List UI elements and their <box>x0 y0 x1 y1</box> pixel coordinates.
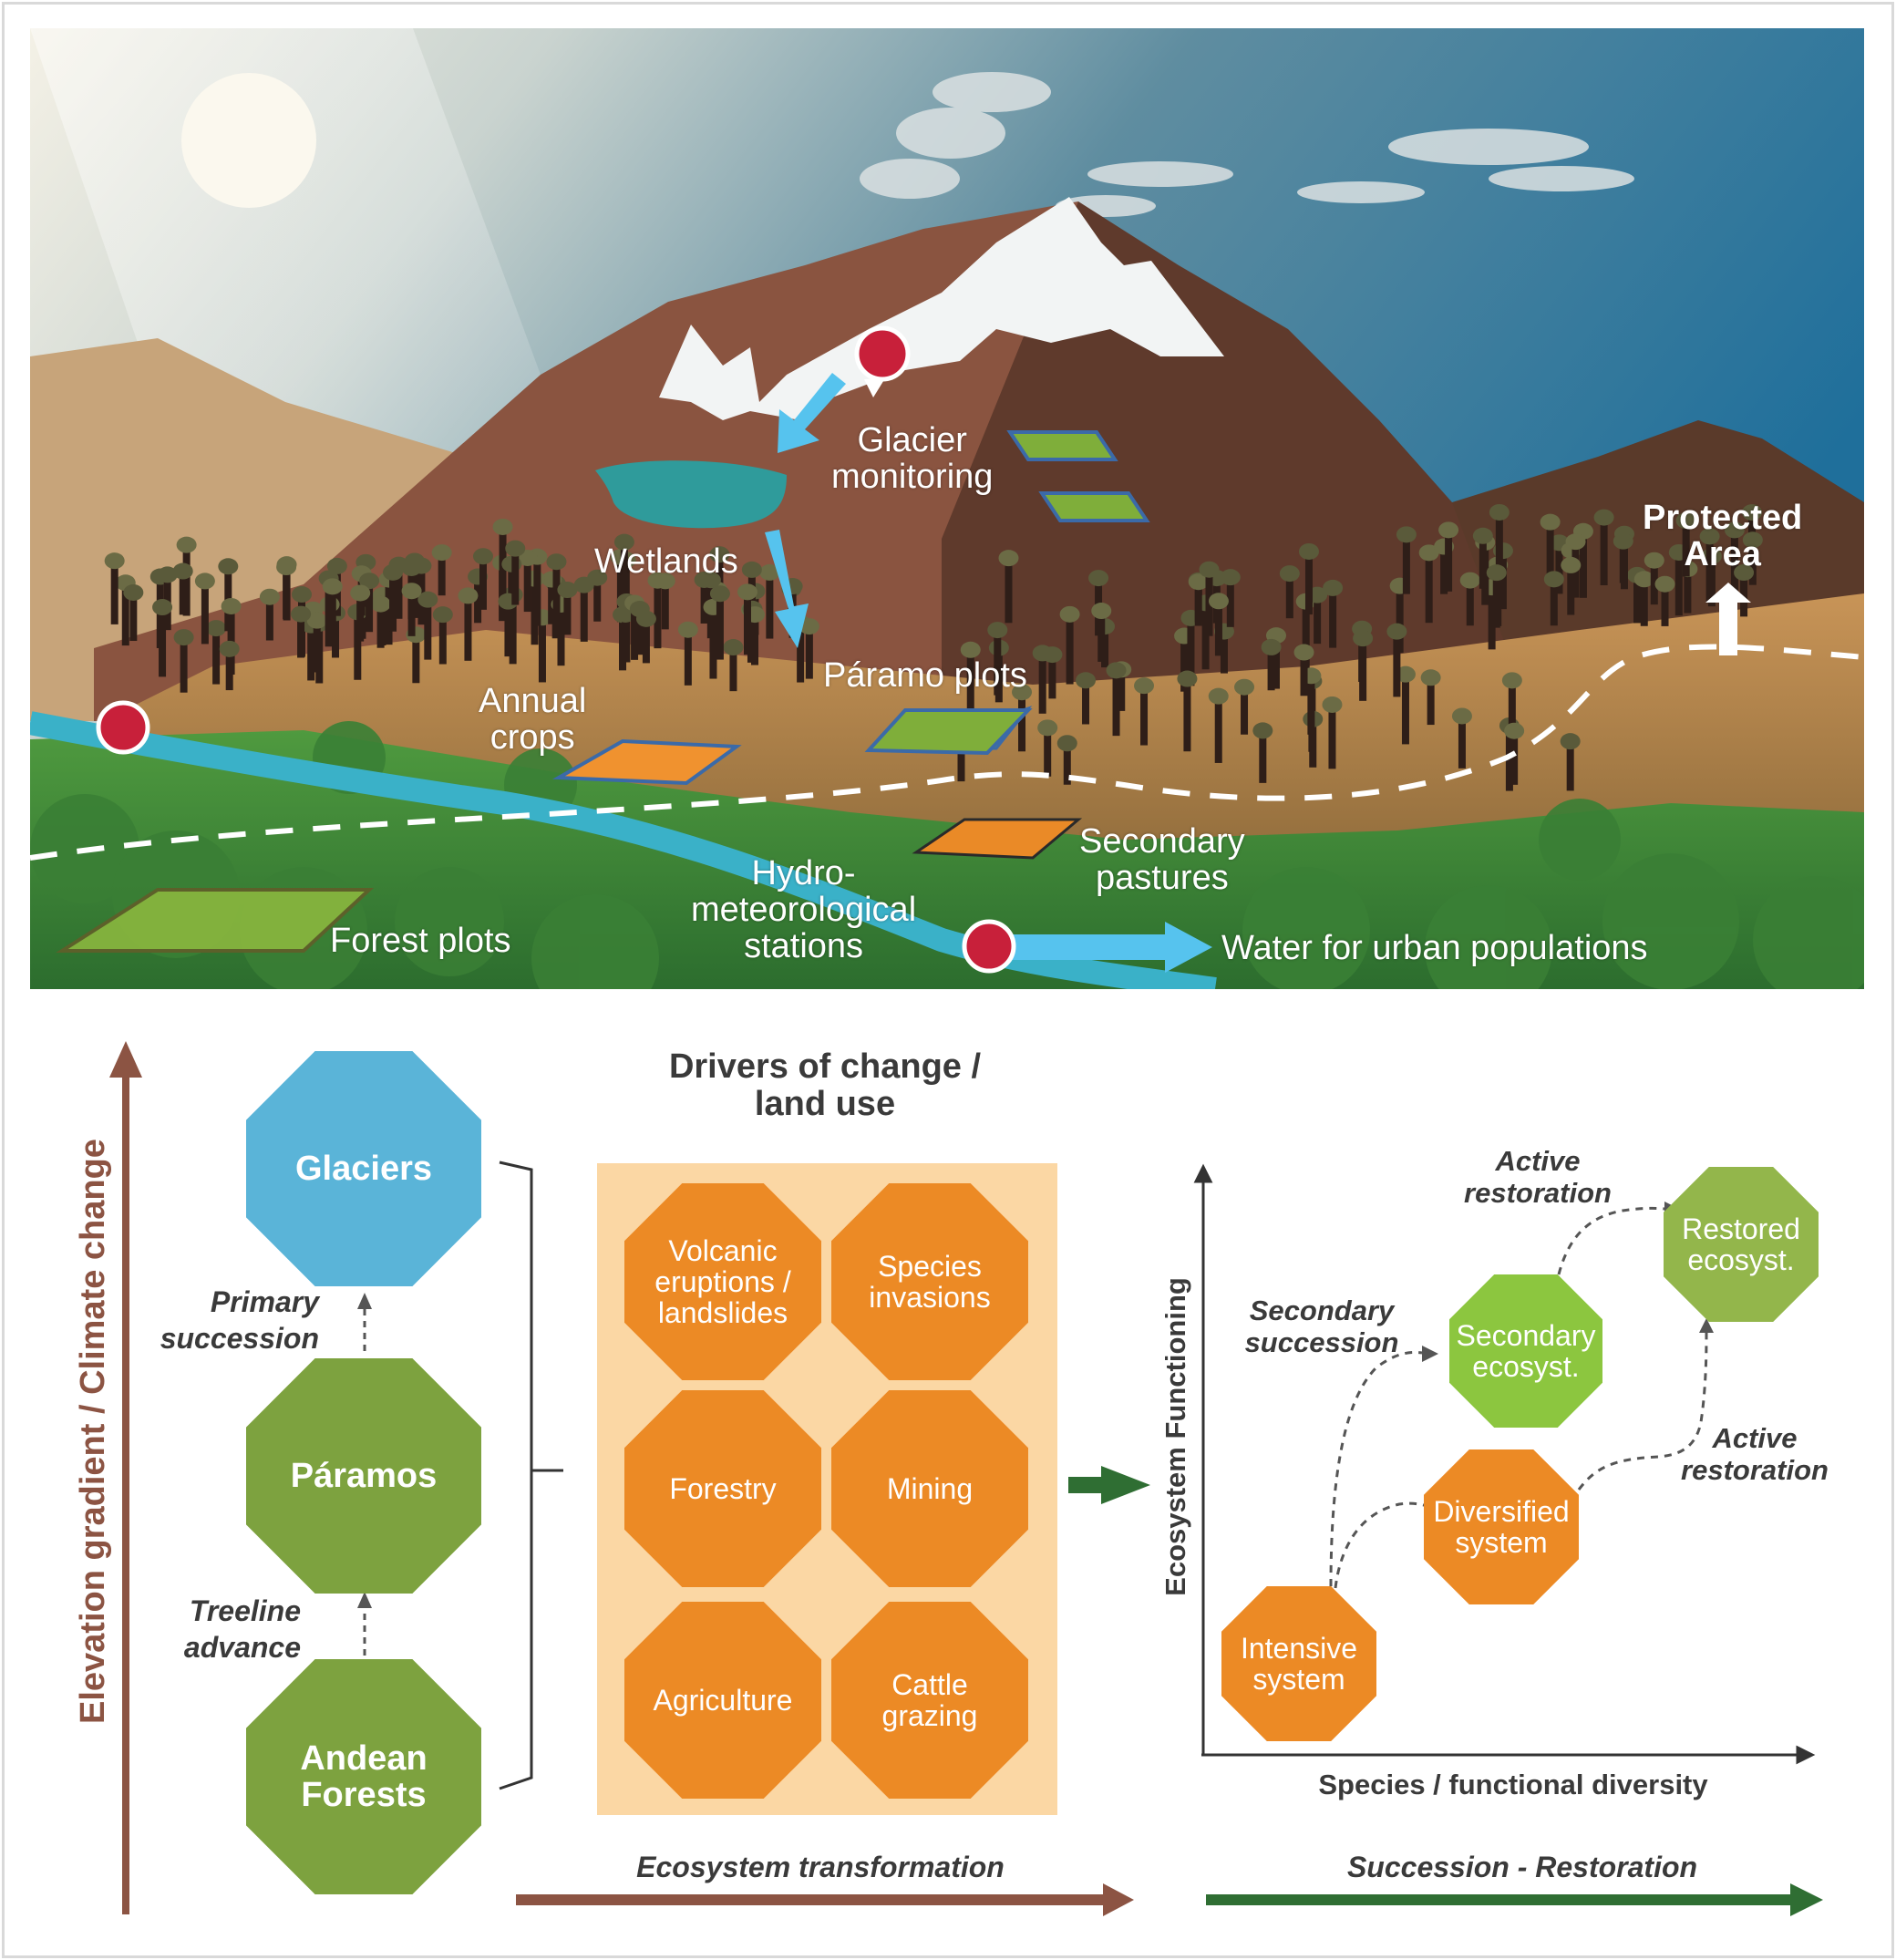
driver-forestry: Forestry <box>624 1390 821 1587</box>
paramos-zone: Páramos <box>246 1358 481 1594</box>
treeline-advance-label: Treeline advance <box>183 1594 301 1664</box>
cloud-icon <box>860 72 1634 217</box>
glacier-monitoring-label: Glacier monitoring <box>831 421 994 496</box>
driver-cattle-grazing: Cattle grazing <box>831 1602 1028 1799</box>
wetlands-label: Wetlands <box>594 542 738 581</box>
glacier-plot-2 <box>1038 491 1150 522</box>
flow-arrow-icon <box>765 373 1212 973</box>
intensive-system: Intensive system <box>1221 1586 1376 1741</box>
paramo-vegetation <box>104 503 1763 791</box>
restored-ecosystem: Restored ecosyst. <box>1664 1167 1819 1322</box>
up-arrow-icon <box>1705 583 1751 655</box>
driver-mining: Mining <box>831 1390 1028 1587</box>
monitoring-point-icon <box>962 919 1016 974</box>
protected-area-boundary <box>30 644 1864 861</box>
river <box>30 711 1217 989</box>
hydro-stations-label: Hydro- meteorological stations <box>691 854 917 965</box>
ecosystem-transformation-arrow <box>516 1883 1134 1916</box>
drivers-title: Drivers of change / land use <box>668 1047 982 1123</box>
driver-species-invasions: Species invasions <box>831 1183 1028 1380</box>
active-restoration-top-label: Active restoration <box>1464 1145 1612 1209</box>
paramo-plot <box>864 708 1033 756</box>
wetland-lake <box>595 460 787 529</box>
secondary-pastures-label: Secondary pastures <box>1079 822 1245 897</box>
monitoring-point-icon <box>96 700 150 755</box>
andean-forests-zone: Andean Forests <box>246 1659 481 1894</box>
zones-bracket <box>499 1161 533 1790</box>
secondary-ecosystem: Secondary ecosyst. <box>1449 1274 1602 1428</box>
secondary-succession-label: Secondary succession <box>1244 1295 1399 1358</box>
elevation-axis-label: Elevation gradient / Climate change <box>74 1139 112 1724</box>
forest-plot <box>56 888 375 953</box>
forest-plots-label: Forest plots <box>330 922 511 960</box>
diversified-system: Diversified system <box>1424 1449 1579 1604</box>
sun-icon <box>181 73 316 208</box>
ecosystem-functioning-axis-label: Ecosystem Functioning <box>1159 1277 1191 1596</box>
annual-crops-plot <box>551 738 742 786</box>
landscape-illustration <box>30 28 1864 989</box>
active-restoration-right-label: Active restoration <box>1681 1422 1829 1486</box>
water-urban-label: Water for urban populations <box>1221 929 1648 967</box>
succession-restoration-label: Succession - Restoration <box>1346 1851 1698 1883</box>
glaciers-zone: Glaciers <box>246 1051 481 1286</box>
driver-agriculture: Agriculture <box>624 1602 821 1799</box>
drivers-to-restoration-arrow <box>1068 1466 1150 1504</box>
glacier-plot-1 <box>1006 430 1118 461</box>
elevation-axis-arrow <box>109 1041 142 1914</box>
paramo-plots-label: Páramo plots <box>823 656 1027 695</box>
monitoring-point-icon <box>854 325 911 397</box>
annual-crops-label: Annual crops <box>479 682 587 757</box>
species-diversity-axis-label: Species / functional diversity <box>1318 1769 1708 1800</box>
primary-succession-label: Primary succession <box>160 1285 319 1355</box>
protected-area-label: Protected Area <box>1643 499 1803 573</box>
restoration-axes <box>1193 1163 1816 1765</box>
ecosystem-transformation-label: Ecosystem transformation <box>636 1851 1005 1883</box>
secondary-pastures-plot <box>912 818 1083 860</box>
driver-volcanic: Volcanic eruptions / landslides <box>624 1183 821 1380</box>
succession-restoration-arrow <box>1206 1883 1823 1916</box>
